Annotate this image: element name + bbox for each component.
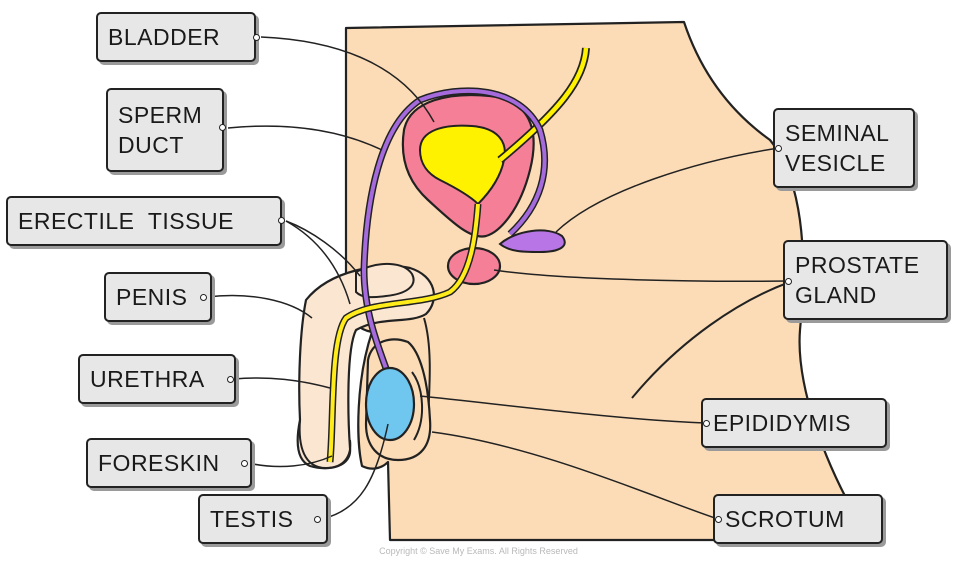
- label-epididymis-text: EPIDIDYMIS: [713, 408, 875, 438]
- label-urethra: URETHRA: [78, 354, 236, 404]
- label-seminal-vesicle: SEMINAL VESICLE: [773, 108, 915, 188]
- label-bladder-ring: [253, 34, 260, 41]
- label-epididymis-ring: [703, 420, 710, 427]
- label-seminal-vesicle-ring: [775, 145, 782, 152]
- label-scrotum-text: SCROTUM: [725, 504, 871, 534]
- copyright-notice: Copyright © Save My Exams. All Rights Re…: [0, 546, 957, 556]
- label-erectile-tissue: ERECTILE TISSUE: [6, 196, 282, 246]
- label-foreskin-text: FORESKIN: [98, 448, 240, 478]
- label-bladder-text: BLADDER: [108, 22, 244, 52]
- label-penis-ring: [200, 294, 207, 301]
- label-seminal-vesicle-line1: SEMINAL: [785, 118, 903, 148]
- label-foreskin-ring: [241, 460, 248, 467]
- label-penis: PENIS: [104, 272, 212, 322]
- label-testis-ring: [314, 516, 321, 523]
- label-prostate-gland: PROSTATE GLAND: [783, 240, 948, 320]
- label-erectile-tissue-text: ERECTILE TISSUE: [18, 206, 270, 236]
- label-testis-text: TESTIS: [210, 504, 316, 534]
- label-prostate-gland-line2: GLAND: [795, 280, 936, 310]
- label-seminal-vesicle-line2: VESICLE: [785, 148, 903, 178]
- label-scrotum-ring: [715, 516, 722, 523]
- label-erectile-tissue-ring: [278, 217, 285, 224]
- label-sperm-duct-line2: DUCT: [118, 130, 212, 160]
- label-urethra-text: URETHRA: [90, 364, 224, 394]
- label-urethra-ring: [227, 376, 234, 383]
- testis-shape: [366, 368, 414, 440]
- label-foreskin: FORESKIN: [86, 438, 252, 488]
- leader-penis: [207, 296, 312, 318]
- label-epididymis: EPIDIDYMIS: [701, 398, 887, 448]
- label-bladder: BLADDER: [96, 12, 256, 62]
- label-sperm-duct-line1: SPERM: [118, 100, 212, 130]
- label-sperm-duct: SPERM DUCT: [106, 88, 224, 172]
- label-sperm-duct-ring: [219, 124, 226, 131]
- label-testis: TESTIS: [198, 494, 328, 544]
- label-prostate-gland-ring: [785, 278, 792, 285]
- label-prostate-gland-line1: PROSTATE: [795, 250, 936, 280]
- label-scrotum: SCROTUM: [713, 494, 883, 544]
- label-penis-text: PENIS: [116, 282, 200, 312]
